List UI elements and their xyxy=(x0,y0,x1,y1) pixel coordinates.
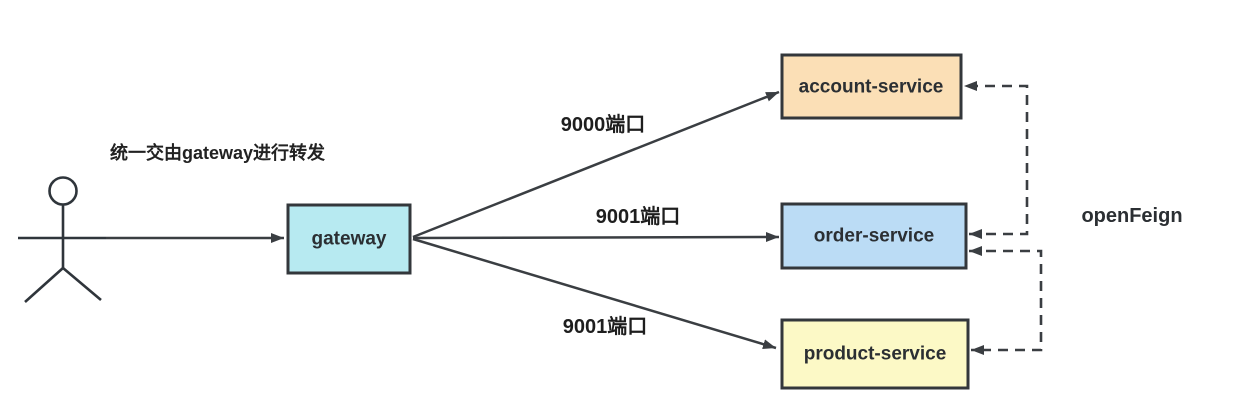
product-service-node: product-service xyxy=(780,318,970,390)
edge-gateway-to-order xyxy=(412,232,780,243)
person-leg-left-icon xyxy=(24,267,64,303)
edge-gateway-to-account xyxy=(412,90,780,239)
edge-label-port-9000: 9000端口 xyxy=(561,113,646,136)
edge-label-port-9001-order: 9001端口 xyxy=(596,205,681,228)
order-service-box xyxy=(780,202,968,270)
person-head-icon xyxy=(48,176,78,206)
gateway-box xyxy=(286,203,412,275)
account-service-label: account-service xyxy=(799,77,944,98)
edge-gateway-to-product xyxy=(412,237,777,350)
gateway-node: gateway xyxy=(286,203,412,275)
product-service-label: product-service xyxy=(804,344,947,365)
account-service-box xyxy=(780,53,963,120)
account-service-node: account-service xyxy=(780,53,963,120)
feign-link-order-account xyxy=(964,81,1029,239)
person-leg-right-icon xyxy=(62,267,102,301)
person-figure xyxy=(18,176,106,303)
open-feign-label: openFeign xyxy=(1081,205,1182,227)
order-service-node: order-service xyxy=(780,202,968,270)
diagram-title: 统一交由gateway进行转发 xyxy=(110,142,326,163)
feign-link-order-product xyxy=(969,246,1043,355)
order-service-label: order-service xyxy=(814,226,934,247)
product-service-box xyxy=(780,318,970,390)
gateway-label: gateway xyxy=(312,229,387,250)
edge-label-port-9001-product: 9001端口 xyxy=(563,315,648,338)
